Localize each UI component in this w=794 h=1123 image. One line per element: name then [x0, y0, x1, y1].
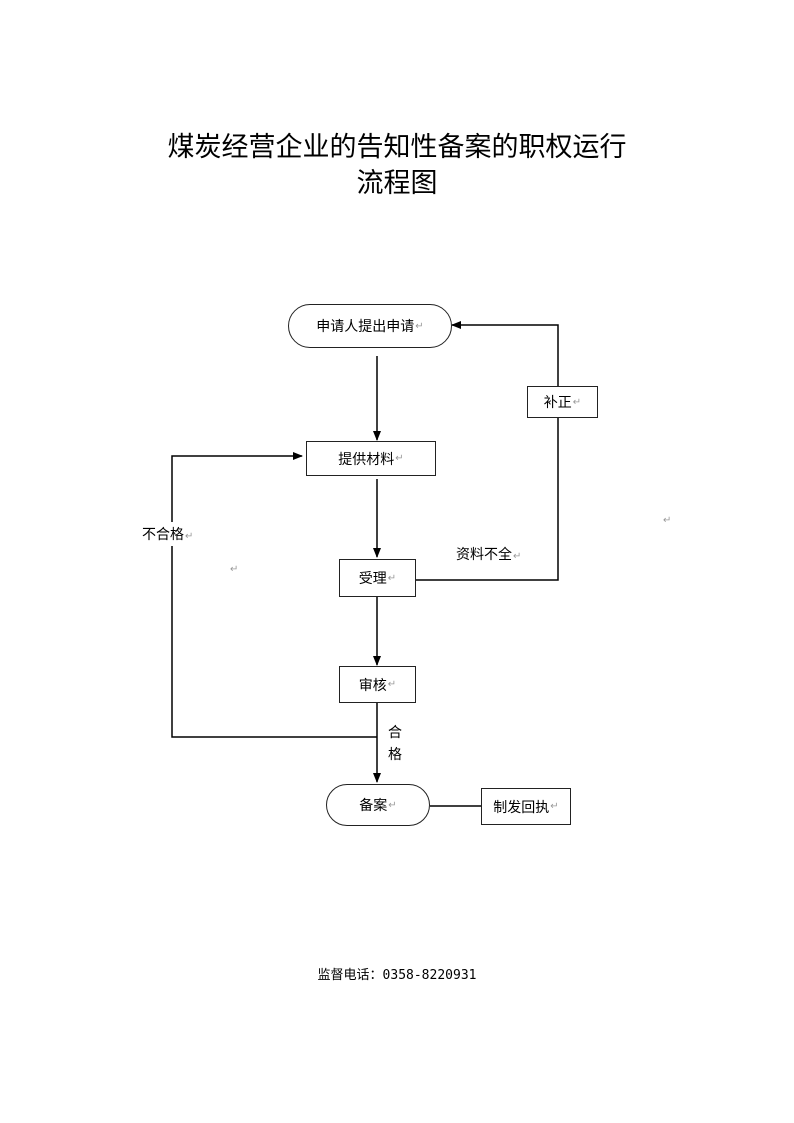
node-receipt-label: 制发回执 [493, 799, 550, 816]
paragraph-mark: ↵ [550, 801, 559, 812]
footer-supervision-phone: 监督电话：0358-8220931 [0, 964, 794, 983]
paragraph-mark: ↵ [415, 320, 424, 332]
node-file: 备案↵ [326, 784, 430, 826]
paragraph-mark: ↵ [387, 679, 397, 690]
node-receipt: 制发回执↵ [481, 788, 571, 825]
arrow-unqualified-loop [171, 452, 377, 738]
page-title-line-2: 流程图 [356, 168, 438, 199]
paragraph-mark: ↵ [230, 564, 239, 575]
page-title-line-1: 煤炭经营企业的告知性备案的职权运行 [167, 132, 627, 163]
stray-paragraph-mark: ↵ [229, 560, 238, 576]
paragraph-mark: ↵ [572, 396, 582, 408]
arrow-incomplete-loop [416, 321, 559, 581]
node-review: 审核↵ [339, 666, 416, 703]
paragraph-mark: ↵ [395, 453, 404, 464]
paragraph-mark: ↵ [388, 799, 397, 811]
paragraph-mark: ↵ [513, 551, 522, 562]
node-provide-label: 提供材料 [338, 451, 395, 468]
node-apply: 申请人提出申请↵ [288, 304, 452, 348]
node-review-label: 审核 [358, 677, 387, 694]
edge-label-incomplete-text: 资料不全 [456, 547, 512, 563]
edge-label-qualified-2: 格 [388, 747, 402, 763]
edge-label-qualified-1: 合 [388, 725, 402, 741]
node-accept: 受理↵ [339, 559, 416, 597]
footer-label: 监督电话： [317, 968, 383, 983]
node-file-label: 备案 [359, 798, 388, 814]
node-provide: 提供材料↵ [306, 441, 436, 476]
edge-label-unqualified: 不合格↵ [142, 522, 194, 546]
paragraph-mark: ↵ [663, 515, 672, 526]
paragraph-mark: ↵ [387, 572, 397, 584]
node-accept-label: 受理 [358, 571, 387, 587]
paragraph-mark: ↵ [185, 531, 194, 542]
stray-paragraph-mark: ↵ [662, 511, 671, 527]
edge-label-unqualified-text: 不合格 [142, 527, 184, 543]
edge-label-incomplete: 资料不全↵ [456, 544, 521, 564]
node-correct: 补正↵ [527, 386, 598, 418]
node-correct-label: 补正 [543, 395, 572, 411]
footer-phone: 0358-8220931 [382, 968, 477, 983]
node-apply-label: 申请人提出申请 [316, 319, 415, 335]
